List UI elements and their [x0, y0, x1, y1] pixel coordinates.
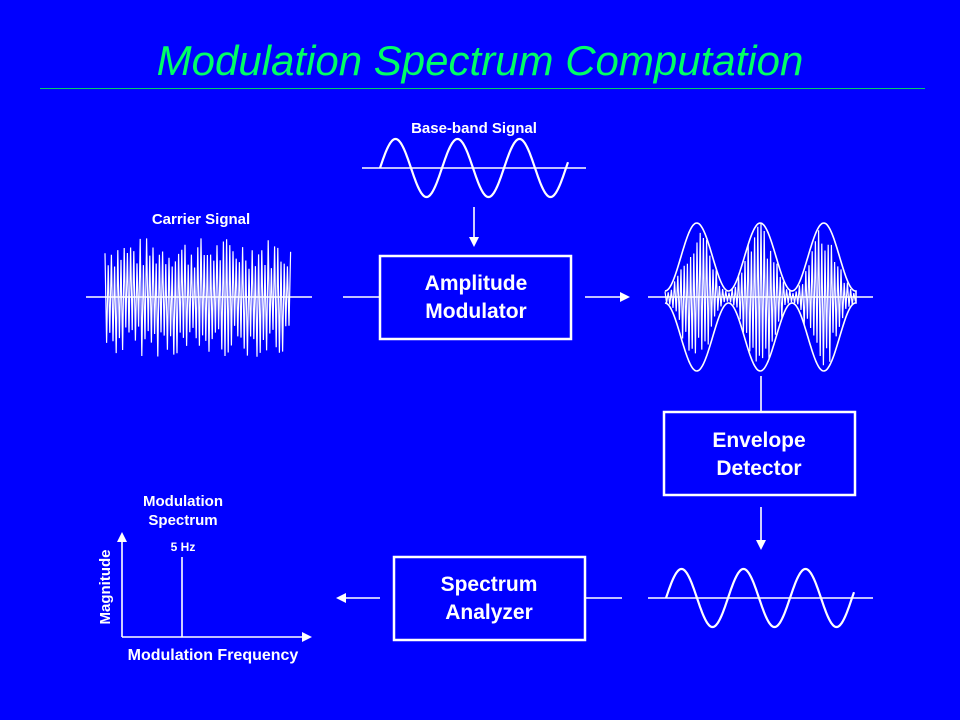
title-divider: [40, 88, 925, 89]
spectrum-analyzer-label-1: Spectrum: [441, 573, 538, 596]
peak-label: 5 Hz: [171, 540, 196, 554]
modulation-spectrum-title-2: Spectrum: [148, 512, 217, 529]
envelope-detector-box: [662, 410, 857, 497]
carrier-label: Carrier Signal: [152, 211, 250, 228]
page-title: Modulation Spectrum Computation: [156, 37, 804, 84]
modulated-wave: [664, 223, 856, 366]
baseband-label: Base-band Signal: [411, 120, 537, 137]
amplitude-modulator-box: [378, 254, 573, 341]
modulation-spectrum-title-1: Modulation: [143, 493, 223, 510]
spectrum-analyzer-label-2: Analyzer: [445, 601, 533, 624]
amplitude-modulator-label-1: Amplitude: [425, 272, 528, 295]
amplitude-modulator-label-2: Modulator: [425, 300, 526, 323]
carrier-wave: [104, 238, 292, 357]
y-axis-label: Magnitude: [97, 550, 114, 625]
envelope-detector-label-1: Envelope: [712, 429, 805, 452]
envelope-detector-label-2: Detector: [716, 457, 801, 480]
x-axis-label: Modulation Frequency: [128, 647, 299, 664]
spectrum-analyzer-box: [392, 555, 587, 642]
envelope-wave: [664, 567, 856, 629]
baseband-wave: [378, 137, 570, 199]
